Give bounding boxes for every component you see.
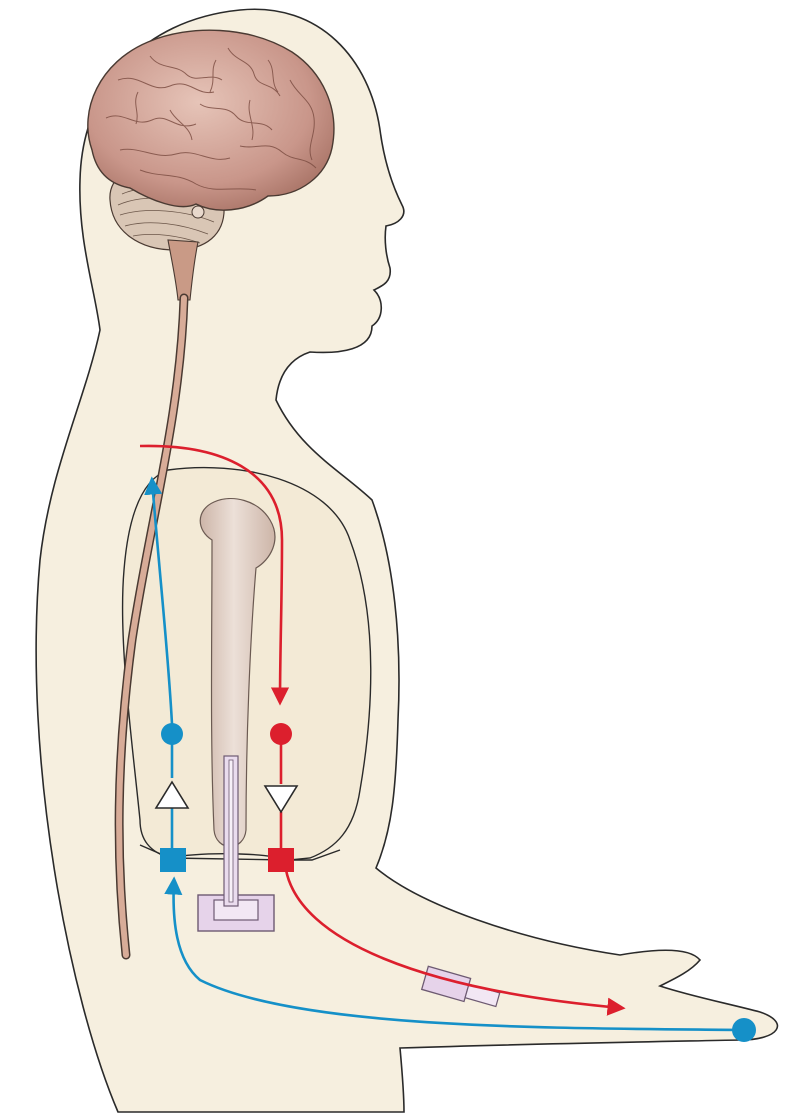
fingertip-sensor-circle-icon bbox=[732, 1018, 756, 1042]
afferent-sensor-circle-icon bbox=[161, 723, 183, 745]
afferent-junction-square-icon bbox=[160, 848, 186, 872]
stimulator-rod-core bbox=[229, 760, 233, 902]
efferent-sensor-circle-icon bbox=[270, 723, 292, 745]
cerebrum bbox=[88, 30, 334, 210]
pons-node bbox=[192, 206, 204, 218]
efferent-junction-square-icon bbox=[268, 848, 294, 872]
